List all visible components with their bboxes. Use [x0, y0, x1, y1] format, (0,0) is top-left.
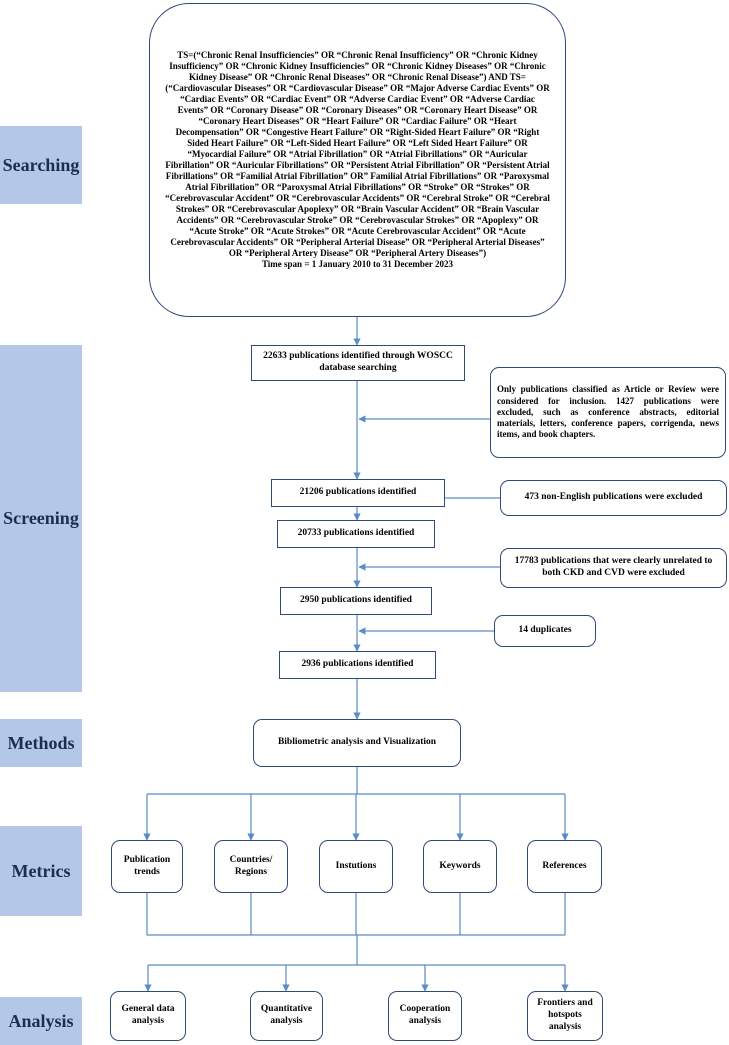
exclusion-note-duplicates: 14 duplicates	[494, 615, 596, 647]
screening-step-3: 20733 publications identified	[277, 520, 435, 548]
search-timespan: Time span = 1 January 2010 to 31 Decembe…	[261, 258, 454, 269]
search-query-text: TS=(“Chronic Renal Insufficiencies” OR “…	[165, 50, 550, 258]
stage-label-searching: Searching	[0, 126, 82, 204]
metric-institutions: Instutions	[319, 840, 393, 893]
analysis-cooperation: Cooperation analysis	[388, 991, 462, 1041]
methods-box: Bibliometric analysis and Visualization	[253, 719, 461, 767]
metric-countries-regions: Countries/ Regions	[214, 840, 288, 893]
analysis-frontiers-hotspots: Frontiers and hotspots analysis	[527, 991, 603, 1041]
metric-publication-trends: Publication trends	[111, 840, 183, 893]
exclusion-note-non-english: 473 non-English publications were exclud…	[500, 480, 727, 516]
screening-step-5: 2936 publications identified	[279, 651, 436, 679]
stage-label-methods: Methods	[0, 719, 82, 767]
metric-keywords: Keywords	[423, 840, 497, 893]
search-query-box: TS=(“Chronic Renal Insufficiencies” OR “…	[149, 3, 566, 317]
metric-references: References	[527, 840, 602, 893]
screening-step-4: 2950 publications identified	[280, 587, 432, 615]
exclusion-note-unrelated: 17783 publications that were clearly unr…	[500, 548, 727, 588]
screening-step-2: 21206 publications identified	[271, 479, 445, 507]
stage-label-analysis: Analysis	[0, 997, 82, 1045]
screening-step-1: 22633 publications identified through WO…	[251, 345, 465, 381]
stage-label-screening: Screening	[0, 345, 82, 692]
stage-label-metrics: Metrics	[0, 826, 82, 916]
exclusion-note-article-review: Only publications classified as Article …	[490, 367, 726, 458]
analysis-quantitative: Quantitative analysis	[250, 991, 323, 1041]
analysis-general-data: General data analysis	[110, 991, 186, 1041]
